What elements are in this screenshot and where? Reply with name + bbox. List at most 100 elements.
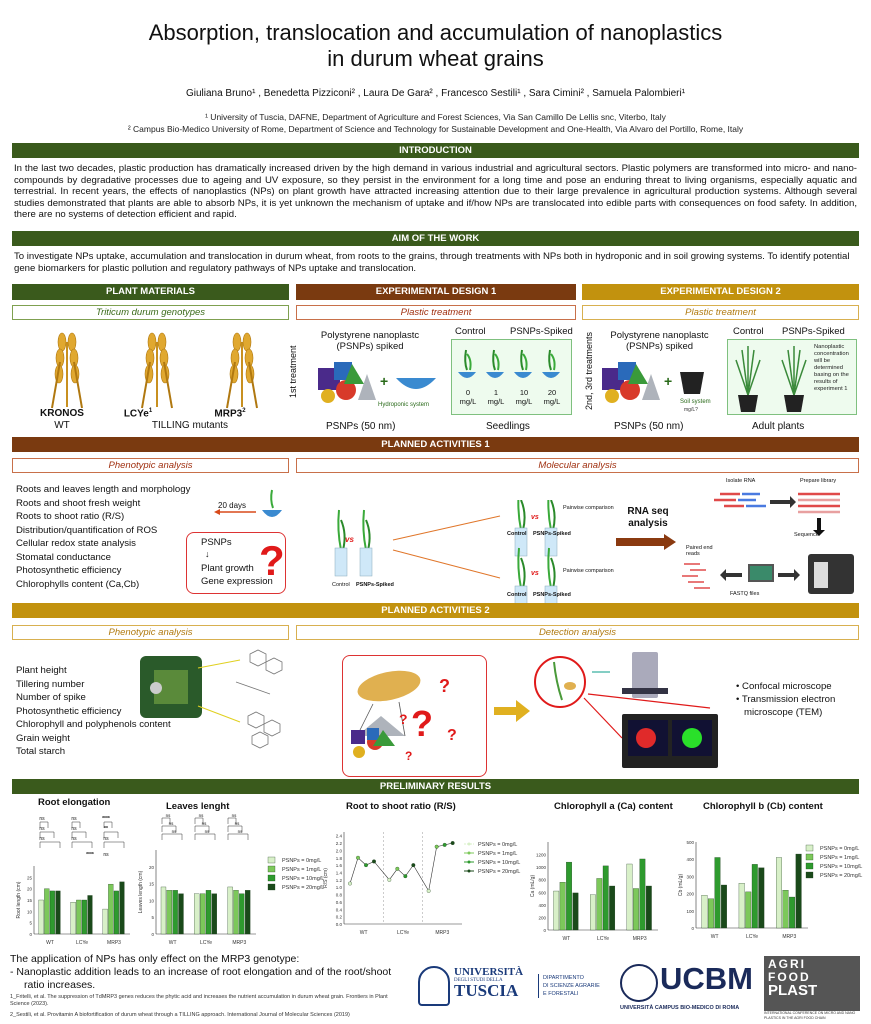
y-axis-label: Leaves length (cm) [138,870,144,913]
bar [559,882,566,931]
pa1-item: Roots to shoot ratio (R/S) [16,511,125,522]
tilling-label: TILLING mutants [151,420,229,431]
bar [701,895,708,929]
ucbm-seal-icon [620,964,658,1002]
y-tick-label: 0.2 [336,915,343,920]
legend-label: PSNPs = 0mg/L [282,858,321,864]
x-tick-label: MRP3 [633,936,647,942]
y-tick-label: 400 [686,857,694,862]
data-point [372,859,376,864]
bar [239,893,245,935]
significance-bracket [103,821,113,828]
pa2-bullets: • Confocal microscope • Transmission ele… [736,680,856,719]
bar [714,857,721,929]
svg-text:?: ? [447,727,457,744]
pa2-item: Grain weight [16,732,70,744]
chart-title-rs: Root to shoot ratio (R/S) [346,801,456,812]
preliminary-results-header: PRELIMINARY RESULTS [12,779,859,794]
legend-label: PSNPs = 1mg/L [282,867,321,873]
bar [233,890,239,935]
x-tick-label: MRP3 [232,940,246,946]
y-tick-label: 400 [538,903,546,908]
affiliation-1: ¹ University of Tuscia, DAFNE, Departmen… [205,112,666,122]
svg-text:+: + [664,373,672,389]
bar [194,893,200,935]
dip-line2: DI SCIENZE AGRARIE [543,983,600,989]
dose-0-value: 0 [465,388,471,397]
significance-label: ns [39,836,45,842]
reference-1: 1_Fritelli, et al. The suppression of Td… [10,994,388,1007]
pa2-bullet-text: Transmission electron microscope (TEM) [741,694,836,718]
significance-bracket [227,825,243,832]
significance-label: ns [205,829,211,834]
bar [245,890,251,935]
bar [609,885,616,931]
hydroponic-label: Hydroponic system [378,402,429,408]
dose-0-unit: mg/L [459,397,477,406]
agri-line1: AGRI [768,957,806,971]
y-tick-label: 5 [151,915,154,920]
genotype-lcye-ref: 1 [148,408,153,414]
affiliation-2: ² Campus Bio-Medico University of Rome, … [127,124,744,134]
pa2-bullet-text: Confocal microscope [742,681,832,692]
data-point [356,855,360,860]
grain-panel: ? ? ? ? ? [342,655,487,777]
exp1-header: EXPERIMENTAL DESIGN 1 [296,284,576,300]
bar [119,881,125,935]
dose-1-unit: mg/L [487,397,505,406]
pa1-control-2: Control [507,531,527,537]
y-tick-label: 1.6 [336,863,343,868]
bar [596,878,603,931]
legend-swatch [805,862,814,870]
significance-bracket [39,821,49,828]
dip-line1: DIPARTIMENTO [543,975,584,981]
pa2-item: Tillering number [16,678,85,690]
tuscia-logo: UNIVERSITÀ DEGLI STUDI DELLA TUSCIA [454,966,523,999]
pa1-item: Stomatal conductance [16,551,111,563]
pa2-item: Total starch [16,746,66,757]
svg-text:?: ? [399,711,408,727]
wheat-illustrations [51,332,258,409]
svg-text:+: + [380,373,388,389]
bar [721,884,727,929]
significance-label: ns [39,826,45,832]
legend-marker [467,869,471,873]
agri-line3: PLAST [768,982,818,999]
bar [102,908,108,935]
data-point [450,841,455,845]
rna-seq-workflow [682,492,854,594]
y-tick-label: 20 [149,865,155,870]
agrifoodplast-subtitle: INTERNATIONAL CONFERENCE ON MICRO AND NA… [764,1011,856,1020]
dose-10-value: 10 [519,388,529,397]
y-tick-label: 0.6 [336,900,343,905]
significance-label: ns [169,821,175,826]
pa1-box-title: PSNPs [201,537,232,548]
legend-label: PSNPs = 20mg/L [282,885,324,891]
legend-marker [467,860,471,864]
isolate-rna-label: Isolate RNA [726,478,756,484]
pa2-bullet: • Confocal microscope [736,681,832,692]
significance-bracket [161,833,183,840]
bar [38,899,44,935]
bar [738,883,745,929]
y-tick-label: 2.0 [336,848,343,853]
exp2-note: Nanoplastic concentration will be determ… [814,344,849,392]
pa1-pairwise-1: Pairwise comparison [563,505,614,511]
genotype-mrp3-label: MRP3 [214,408,243,420]
legend-label: PSNPs = 10mg/L [820,864,862,870]
bar [566,861,572,931]
exp1-psnp-illustration: + Hydroponic system [318,362,436,408]
y-tick-label: 25 [27,875,33,880]
legend-label: PSNPs = 1mg/L [820,855,859,861]
prepare-library-label: Prepare library [800,478,837,484]
bar [590,894,596,931]
introduction-text: In the last two decades, plastic product… [14,163,857,220]
y-tick-label: 0 [543,928,546,933]
y-tick-label: 0.0 [336,922,343,927]
legend-label: PSNPs = 1mg/L [478,851,517,857]
